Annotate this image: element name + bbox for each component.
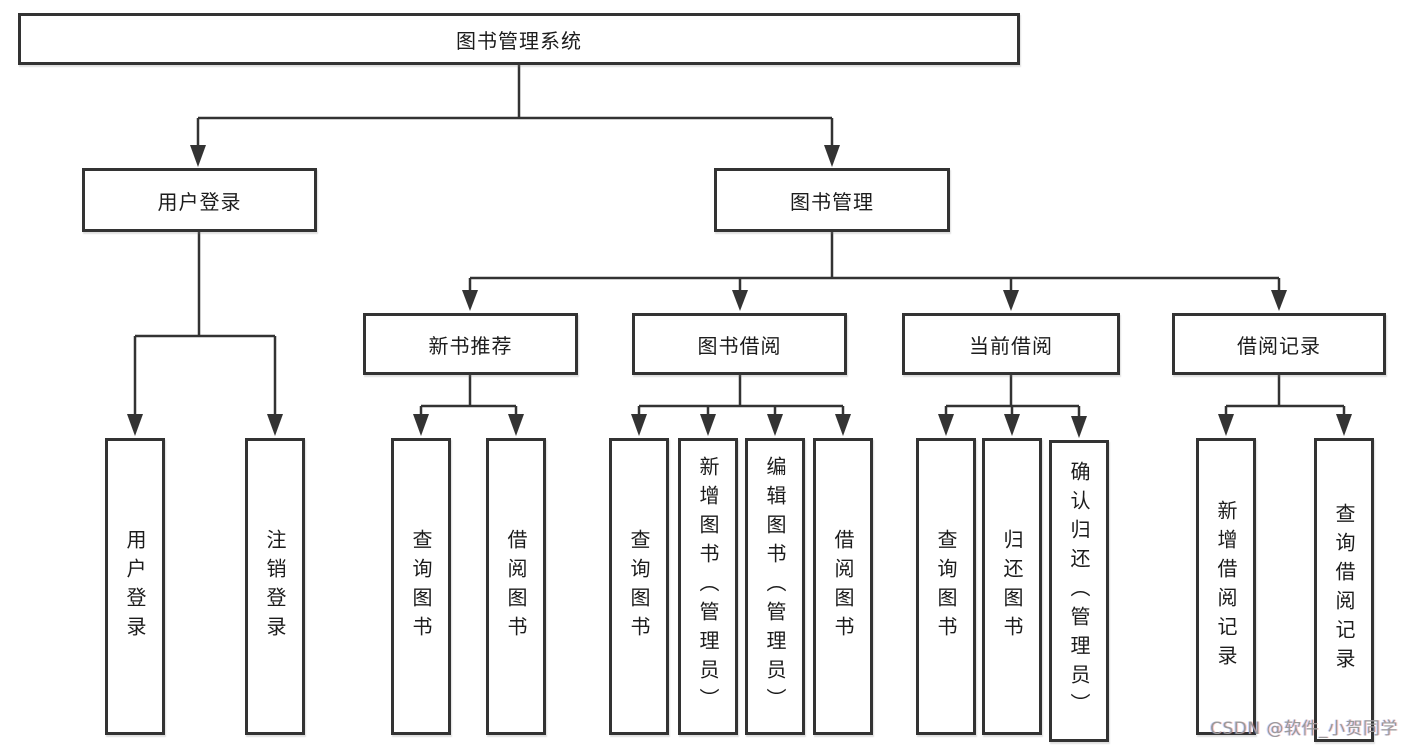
leaf-query-borrow-record: 查询借阅记录 bbox=[1314, 438, 1374, 742]
node-borrowing-records-label: 借阅记录 bbox=[1237, 333, 1321, 358]
leaf-query-book-recommend: 查询图书 bbox=[391, 438, 451, 735]
watermark: CSDN @软件_小贺同学 bbox=[1210, 719, 1398, 739]
leaf-return-book-label: 归还图书 bbox=[1000, 528, 1024, 645]
arrowheads-book-borrowing-to-leaves bbox=[631, 414, 851, 436]
leaf-return-book: 归还图书 bbox=[982, 438, 1042, 735]
node-book-borrowing: 图书借阅 bbox=[632, 313, 847, 375]
node-current-borrowing: 当前借阅 bbox=[902, 313, 1120, 375]
leaf-query-book-recommend-label: 查询图书 bbox=[409, 528, 433, 645]
leaf-query-borrow-record-label: 查询借阅记录 bbox=[1332, 503, 1356, 677]
node-root: 图书管理系统 bbox=[18, 13, 1020, 65]
leaf-user-login: 用户登录 bbox=[105, 438, 165, 735]
node-current-borrowing-label: 当前借阅 bbox=[969, 333, 1053, 358]
leaf-query-book-borrowing: 查询图书 bbox=[609, 438, 669, 735]
leaf-borrow-book-recommend: 借阅图书 bbox=[486, 438, 546, 735]
node-user-login-label: 用户登录 bbox=[157, 189, 242, 214]
arrowheads-current-borrowing-to-leaves bbox=[938, 414, 1087, 438]
node-new-book-recommend-label: 新书推荐 bbox=[428, 333, 513, 358]
leaf-query-book-current-label: 查询图书 bbox=[934, 528, 958, 645]
arrowheads-borrowing-records-to-leaves bbox=[1218, 414, 1352, 436]
connector-new-book-recommend-to-leaves bbox=[419, 375, 518, 416]
leaf-add-book-admin-label: 新增图书（管理员） bbox=[696, 456, 720, 717]
connector-user-login-to-leaves bbox=[133, 232, 277, 415]
leaf-logout-login-label: 注销登录 bbox=[263, 528, 287, 645]
leaf-borrow-book-recommend-label: 借阅图书 bbox=[504, 528, 528, 645]
connector-root-to-level2 bbox=[196, 65, 834, 147]
leaf-edit-book-admin: 编辑图书（管理员） bbox=[745, 438, 805, 735]
connector-current-borrowing-to-leaves bbox=[944, 375, 1081, 418]
leaf-confirm-return-admin: 确认归还（管理员） bbox=[1049, 440, 1109, 742]
node-root-label: 图书管理系统 bbox=[456, 28, 582, 53]
connector-book-borrowing-to-leaves bbox=[637, 375, 845, 416]
leaf-borrow-book-borrowing-label: 借阅图书 bbox=[831, 528, 855, 645]
arrowheads-user-login-to-leaves bbox=[127, 414, 283, 436]
arrowheads-root-to-level2 bbox=[190, 145, 840, 167]
leaf-query-book-current: 查询图书 bbox=[916, 438, 976, 735]
arrowheads-book-management-to-level3 bbox=[462, 290, 1287, 311]
leaf-borrow-book-borrowing: 借阅图书 bbox=[813, 438, 873, 735]
leaf-confirm-return-admin-label: 确认归还（管理员） bbox=[1067, 460, 1091, 722]
node-book-management-label: 图书管理 bbox=[790, 189, 874, 214]
node-book-borrowing-label: 图书借阅 bbox=[697, 333, 782, 358]
leaf-query-book-borrowing-label: 查询图书 bbox=[627, 528, 651, 645]
leaf-user-login-label: 用户登录 bbox=[123, 528, 147, 645]
leaf-logout-login: 注销登录 bbox=[245, 438, 305, 735]
arrowheads-new-book-recommend-to-leaves bbox=[413, 414, 524, 436]
connector-book-management-to-level3 bbox=[468, 232, 1281, 292]
node-book-management: 图书管理 bbox=[714, 168, 950, 232]
leaf-add-borrow-record: 新增借阅记录 bbox=[1196, 438, 1256, 735]
leaf-add-book-admin: 新增图书（管理员） bbox=[678, 438, 738, 735]
node-new-book-recommend: 新书推荐 bbox=[363, 313, 578, 375]
connector-borrowing-records-to-leaves bbox=[1224, 375, 1346, 416]
leaf-edit-book-admin-label: 编辑图书（管理员） bbox=[763, 456, 787, 717]
node-user-login: 用户登录 bbox=[82, 168, 317, 232]
node-borrowing-records: 借阅记录 bbox=[1172, 313, 1386, 375]
leaf-add-borrow-record-label: 新增借阅记录 bbox=[1214, 499, 1238, 674]
